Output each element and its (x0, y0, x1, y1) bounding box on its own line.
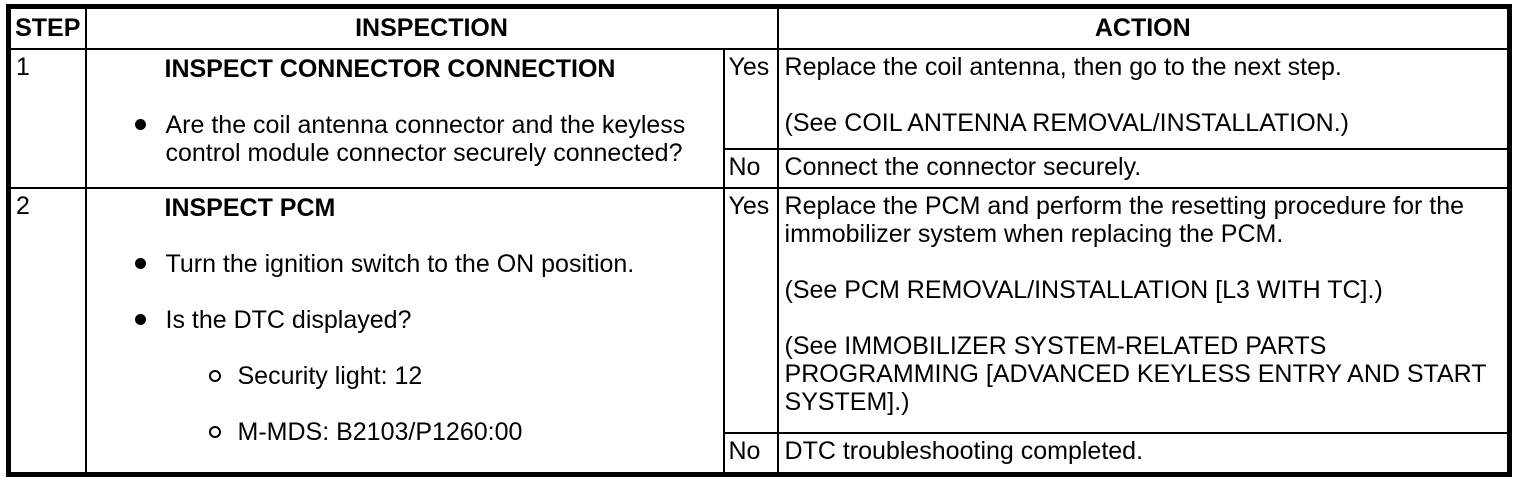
inspection-title: INSPECT PCM (164, 193, 336, 222)
no-label: No (722, 147, 779, 189)
bullet-text: Are the coil antenna connector and the k… (165, 110, 686, 167)
sub-bullet-text: M-MDS: B2103/P1260:00 (237, 417, 523, 446)
action-paragraph: DTC troubleshooting completed. (784, 436, 1144, 465)
table-row: 1 INSPECT CONNECTOR CONNECTION Are the c… (7, 47, 1511, 189)
bullet-text: Is the DTC displayed? (165, 305, 412, 334)
bullet-item: Turn the ignition switch to the ON posit… (134, 249, 715, 278)
no-label: No (722, 431, 779, 476)
bullet-item: Is the DTC displayed? (134, 305, 715, 334)
bullet-icon (134, 118, 146, 130)
yes-label: Yes (722, 47, 779, 150)
header-inspection: INSPECTION (84, 5, 779, 50)
sub-bullet-item: M-MDS: B2103/P1260:00 (208, 417, 715, 446)
action-cell-no: Connect the connector securely. (776, 147, 1511, 189)
action-paragraph: (See PCM REMOVAL/INSTALLATION [L3 WITH T… (784, 275, 1383, 304)
action-paragraph: Replace the PCM and perform the resettin… (784, 191, 1465, 248)
yes-label: Yes (722, 186, 779, 434)
sub-bullet-text: Security light: 12 (237, 361, 423, 390)
action-cell-yes: Replace the PCM and perform the resettin… (776, 186, 1511, 434)
troubleshooting-table: STEP INSPECTION ACTION 1 INSPECT CONNECT… (6, 4, 1513, 477)
bullet-item: Are the coil antenna connector and the k… (134, 110, 715, 167)
inspection-cell: INSPECT PCM Turn the ignition switch to … (84, 186, 725, 476)
inspection-title: INSPECT CONNECTOR CONNECTION (164, 54, 616, 83)
sub-bullet-item: Security light: 12 (208, 361, 715, 390)
action-paragraph: Connect the connector securely. (784, 152, 1142, 181)
bullet-text: Turn the ignition switch to the ON posit… (165, 249, 635, 278)
sub-bullet-icon (208, 425, 221, 438)
inspection-cell: INSPECT CONNECTOR CONNECTION Are the coi… (84, 47, 725, 189)
table-row: No Connect the connector securely. (9, 147, 1511, 189)
table-row: No DTC troubleshooting completed. (9, 431, 1511, 476)
action-cell-no: DTC troubleshooting completed. (776, 431, 1511, 476)
action-paragraph: Replace the coil antenna, then go to the… (784, 52, 1342, 81)
table-header-row: STEP INSPECTION ACTION (7, 5, 1511, 50)
action-paragraph: (See IMMOBILIZER SYSTEM-RELATED PARTS PR… (784, 331, 1487, 416)
header-step: STEP (7, 5, 87, 50)
bullet-icon (134, 313, 146, 325)
step-number: 2 (7, 186, 87, 476)
action-paragraph: (See COIL ANTENNA REMOVAL/INSTALLATION.) (784, 108, 1350, 137)
header-action: ACTION (776, 5, 1511, 50)
table-row: 2 INSPECT PCM Turn the ignition switch t… (7, 186, 1511, 476)
step-number: 1 (7, 47, 87, 189)
action-cell-yes: Replace the coil antenna, then go to the… (776, 47, 1511, 150)
sub-bullet-icon (208, 369, 221, 382)
bullet-icon (134, 257, 146, 269)
